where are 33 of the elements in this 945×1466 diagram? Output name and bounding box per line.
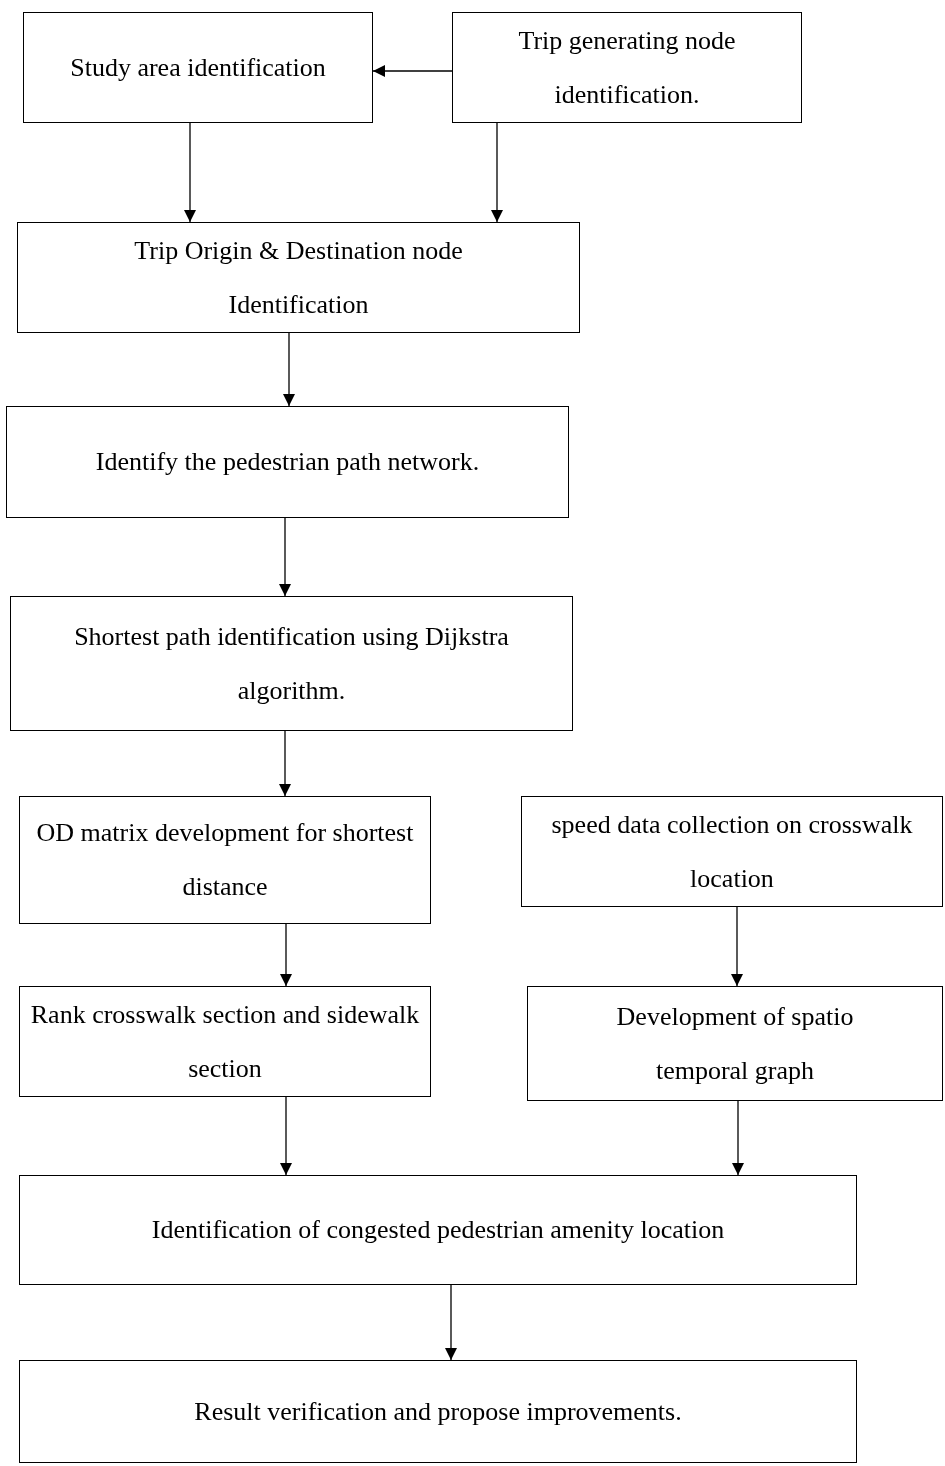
arrow	[283, 332, 295, 407]
process-box	[6, 406, 569, 518]
process-box	[527, 986, 943, 1101]
process-box	[19, 986, 431, 1097]
arrow	[280, 923, 292, 987]
process-box	[452, 12, 802, 123]
box-label: Trip Origin & Destination node Identification	[133, 234, 464, 321]
box-label: Study area identification	[70, 51, 326, 84]
box-label: speed data collection on crosswalk location	[550, 808, 914, 895]
box-label: Rank crosswalk section and sidewalk section	[29, 998, 421, 1085]
box-label: Identify the pedestrian path network.	[95, 446, 480, 478]
box-label: Identification of congested pedestrian amenity location	[151, 1214, 725, 1246]
arrow	[184, 122, 196, 223]
arrow	[731, 906, 743, 987]
arrow	[732, 1100, 744, 1176]
process-box	[19, 1175, 857, 1285]
process-box	[10, 596, 573, 731]
box-label: Shortest path identification using Dijkstra algorithm.	[73, 620, 510, 707]
process-box	[19, 796, 431, 924]
arrow	[491, 122, 503, 223]
box-label: Trip generating node identification.	[517, 24, 737, 111]
process-box	[521, 796, 943, 907]
arrow	[445, 1284, 457, 1361]
arrow	[280, 1096, 292, 1176]
process-box	[23, 12, 373, 123]
arrow	[372, 65, 453, 77]
box-label: Result verification and propose improvements.	[194, 1395, 682, 1428]
process-box	[19, 1360, 857, 1463]
arrow	[279, 517, 291, 597]
box-label: Development of spatio temporal graph	[615, 1000, 855, 1087]
box-label: OD matrix development for shortest distance	[35, 817, 415, 903]
arrow	[279, 730, 291, 797]
process-box	[17, 222, 580, 333]
